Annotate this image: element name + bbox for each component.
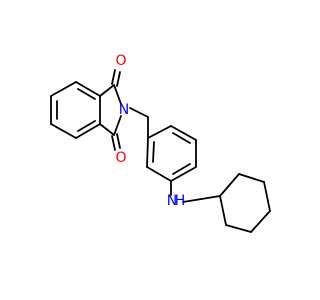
atom-nitrogen-amine: N (167, 193, 177, 209)
bond (219, 195, 227, 226)
bond (111, 135, 116, 151)
bond (182, 195, 221, 203)
bond (113, 115, 122, 136)
atom-nitrogen-imide: N (119, 102, 129, 118)
atom-oxygen-bottom: O (115, 150, 126, 166)
bond (75, 123, 101, 139)
bond (77, 88, 96, 100)
bond (225, 224, 252, 233)
bond (99, 123, 115, 136)
bond (152, 141, 155, 163)
bond-layer (50, 69, 271, 233)
bond (116, 133, 121, 149)
bond (75, 81, 101, 97)
bond (147, 125, 172, 139)
bond (50, 81, 77, 97)
molecule-structure-diagram: O N O N H (50, 53, 271, 233)
bond (116, 71, 121, 87)
bond (219, 173, 240, 197)
bond (99, 84, 115, 97)
bond (146, 166, 172, 182)
bond (263, 181, 271, 212)
bond (50, 123, 77, 139)
bond (129, 107, 149, 118)
atom-oxygen-top: O (115, 53, 126, 69)
bond (172, 132, 191, 144)
atom-hydrogen-amine: H (175, 193, 186, 209)
bond (172, 163, 191, 175)
bond (238, 173, 265, 183)
bond (170, 166, 197, 182)
bond (170, 125, 197, 141)
bond (250, 210, 271, 233)
bond (113, 84, 122, 105)
bond (111, 69, 116, 85)
bond (146, 137, 149, 168)
bond (77, 120, 96, 132)
atom-label-layer: O N O N H (115, 53, 185, 209)
